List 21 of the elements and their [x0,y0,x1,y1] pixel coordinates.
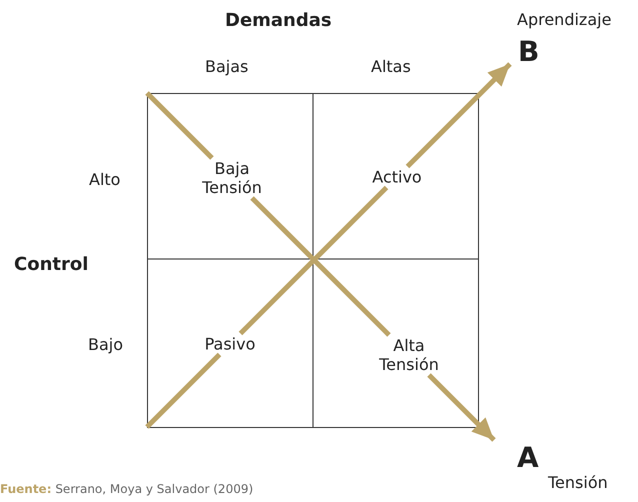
quadrant-label: Pasivo [202,334,258,354]
column-label: Bajas [205,57,248,77]
axis-label: Tensión [548,473,608,493]
row-label: Bajo [88,335,124,355]
arrow [427,373,496,442]
column-label: Altas [371,57,411,77]
row-label: Alto [89,170,120,190]
axis-title: Demandas [225,10,332,32]
axis-title: Control [14,254,88,276]
quadrant-label: Alta Tensión [361,335,457,375]
diagonal-line [238,186,388,336]
diagonal-line [250,196,391,337]
diagonal-line [145,352,222,429]
axis-letter: B [518,36,540,68]
axis-letter: A [517,442,539,474]
source-note: Fuente: Serrano, Moya y Salvador (2009) [0,482,254,496]
arrow [406,62,512,168]
diagonal-line [145,91,214,160]
axis-label: Aprendizaje [517,10,612,30]
quadrant-label: Baja Tensión [184,158,280,198]
quadrant-label: Activo [369,166,425,188]
